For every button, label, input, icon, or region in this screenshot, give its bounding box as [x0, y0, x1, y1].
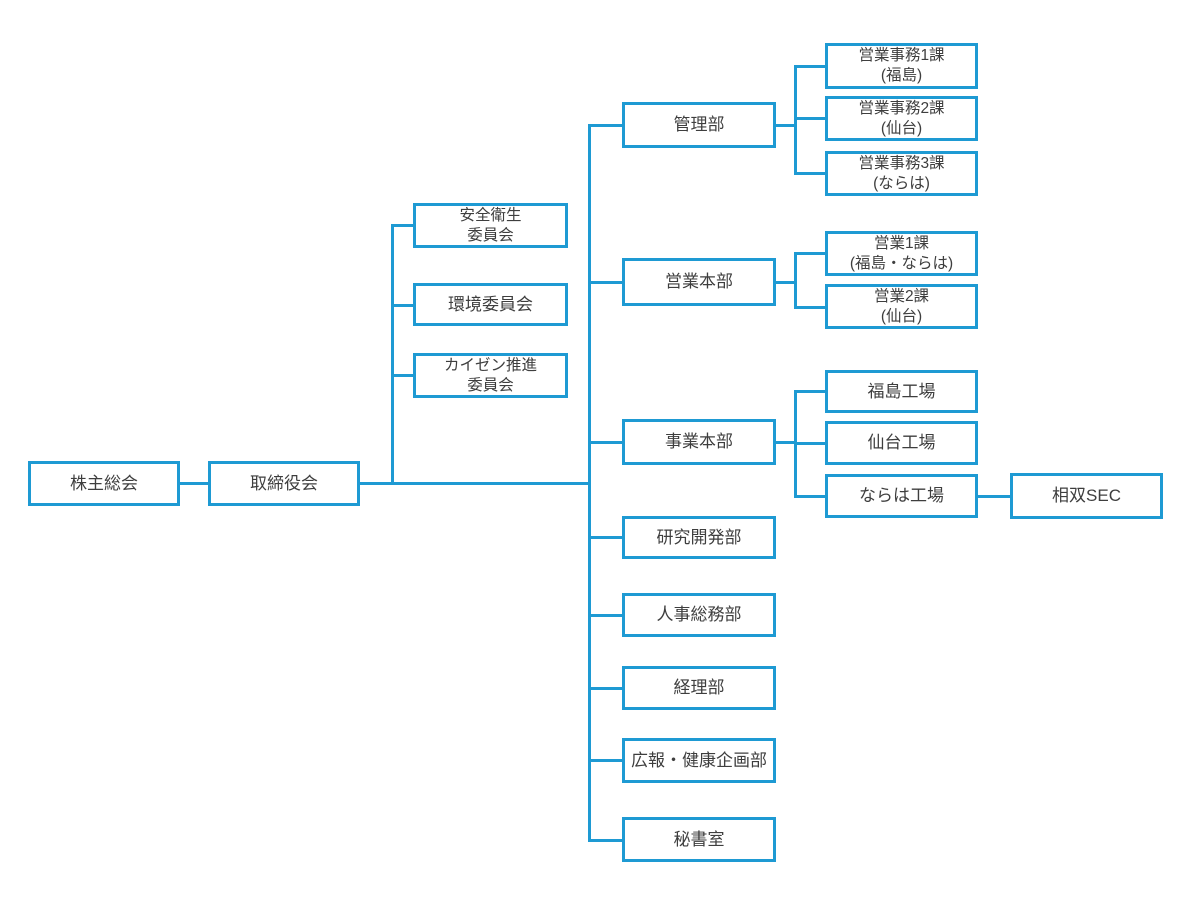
- org-node-naraha-plant: ならは工場: [825, 474, 978, 518]
- connector-line: [776, 280, 795, 284]
- connector-line: [795, 116, 825, 120]
- org-node-safety-health-committee: 安全衛生委員会: [413, 203, 568, 248]
- connector-line: [589, 535, 622, 539]
- org-node-label: 営業2課: [873, 287, 930, 305]
- org-node-label: カイゼン推進: [443, 356, 537, 374]
- connector-line: [795, 389, 825, 393]
- org-node-label: 福島工場: [867, 381, 936, 401]
- connector-line: [795, 64, 825, 68]
- connector-line: [180, 481, 208, 485]
- org-node-hr-general-affairs-dept: 人事総務部: [622, 593, 776, 637]
- org-node-label: 営業事務1課: [858, 47, 945, 65]
- connector-line: [589, 440, 622, 444]
- connector-line: [589, 613, 622, 617]
- org-node-label: 委員会: [467, 376, 514, 394]
- connector-line: [392, 373, 413, 377]
- org-node-business-hq: 事業本部: [622, 419, 776, 465]
- org-node-sosou-sec: 相双SEC: [1010, 473, 1163, 519]
- org-node-label: (福島・ならは): [849, 254, 954, 272]
- org-node-environment-committee: 環境委員会: [413, 283, 568, 326]
- connector-line: [795, 171, 825, 175]
- connector-line: [776, 123, 795, 127]
- connector-line: [795, 494, 825, 498]
- connector-line: [587, 123, 591, 842]
- connector-line: [793, 251, 797, 309]
- org-node-label: (福島): [880, 67, 923, 84]
- org-node-label: 環境委員会: [448, 294, 533, 314]
- connector-line: [978, 494, 1010, 498]
- connector-line: [360, 481, 589, 485]
- org-node-sales-admin-sec3: 営業事務3課 (ならは): [825, 151, 978, 196]
- org-node-label: 取締役会: [250, 473, 318, 493]
- connector-line: [776, 440, 795, 444]
- org-node-label: 株主総会: [70, 473, 138, 493]
- org-node-label: 経理部: [673, 678, 725, 698]
- org-node-kaizen-committee: カイゼン推進委員会: [413, 353, 568, 398]
- org-node-sendai-plant: 仙台工場: [825, 421, 978, 465]
- connector-line: [589, 123, 622, 127]
- org-node-sales-admin-sec1: 営業事務1課 (福島): [825, 43, 978, 89]
- org-node-label: 事業本部: [665, 432, 733, 452]
- org-node-label: (ならは): [873, 174, 930, 192]
- org-node-accounting-dept: 経理部: [622, 666, 776, 710]
- org-node-secretary-office: 秘書室: [622, 817, 776, 862]
- org-node-label: 研究開発部: [656, 527, 742, 547]
- connector-line: [589, 686, 622, 690]
- connector-line: [793, 64, 797, 175]
- org-node-label: 営業事務3課: [858, 154, 945, 172]
- org-node-label: 相双SEC: [1052, 486, 1121, 506]
- org-node-sales-hq: 営業本部: [622, 258, 776, 306]
- org-node-sales-sec2: 営業2課 (仙台): [825, 284, 978, 329]
- org-node-label: 安全衛生: [459, 206, 522, 224]
- connector-line: [392, 223, 413, 227]
- org-node-label: 営業本部: [665, 272, 733, 292]
- org-node-label: ならは工場: [859, 486, 944, 506]
- org-node-fukushima-plant: 福島工場: [825, 370, 978, 413]
- org-node-label: (仙台): [880, 119, 923, 137]
- connector-line: [795, 441, 825, 445]
- connector-line: [589, 838, 622, 842]
- org-node-label: 委員会: [467, 226, 514, 244]
- org-node-sales-admin-sec2: 営業事務2課 (仙台): [825, 96, 978, 141]
- connector-line: [795, 251, 825, 255]
- connector-line: [390, 223, 394, 485]
- org-node-label: 管理部: [673, 115, 725, 135]
- connector-line: [392, 303, 413, 307]
- org-node-label: (仙台): [880, 307, 923, 325]
- org-node-pr-health-planning-dept: 広報・健康企画部: [622, 738, 776, 783]
- connector-line: [795, 305, 825, 309]
- org-node-label: 広報・健康企画部: [631, 750, 767, 770]
- org-node-label: 仙台工場: [867, 433, 936, 453]
- org-node-board-of-directors: 取締役会: [208, 461, 360, 506]
- org-node-shareholders-meeting: 株主総会: [28, 461, 180, 506]
- org-node-label: 人事総務部: [656, 605, 742, 625]
- connector-line: [589, 758, 622, 762]
- connector-line: [589, 280, 622, 284]
- org-node-rnd-dept: 研究開発部: [622, 516, 776, 559]
- org-node-label: 秘書室: [673, 829, 725, 849]
- org-node-label: 営業1課: [873, 234, 930, 252]
- org-node-label: 営業事務2課: [858, 99, 945, 117]
- org-node-admin-dept: 管理部: [622, 102, 776, 148]
- org-node-sales-sec1: 営業1課 (福島・ならは): [825, 231, 978, 276]
